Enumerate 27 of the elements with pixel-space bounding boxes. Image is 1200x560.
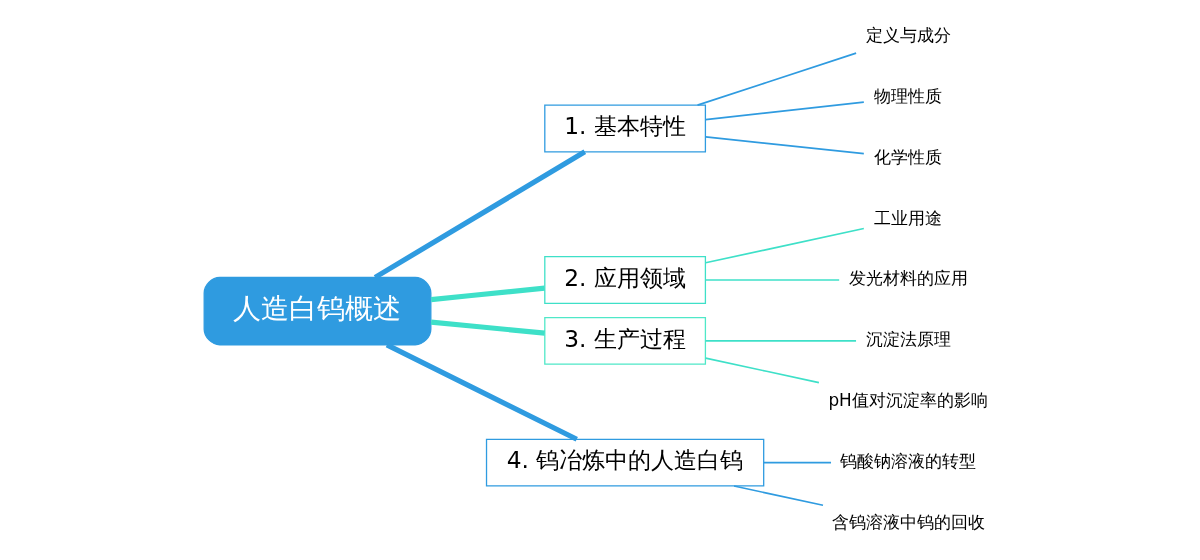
connector: [704, 279, 840, 281]
connector: [704, 357, 820, 384]
node-text: 钨酸钠溶液的转型: [839, 451, 976, 472]
connector: [732, 485, 824, 507]
node-box: 1. 基本特性: [543, 104, 706, 153]
connector: [430, 285, 545, 303]
node-box: 2. 应用领域: [543, 256, 706, 304]
node-text: 工业用途: [873, 207, 942, 228]
node-text: pH值对沉淀率的影响: [827, 390, 988, 411]
connector: [704, 227, 865, 264]
node-text: 定义与成分: [865, 24, 951, 45]
connector: [704, 340, 857, 342]
connector: [385, 342, 578, 442]
connector: [373, 149, 586, 280]
node-box: 4. 钨冶炼中的人造白钨: [485, 438, 764, 487]
node-text: 发光材料的应用: [848, 268, 968, 289]
node-text: 化学性质: [873, 146, 942, 167]
connector: [762, 461, 832, 464]
connector: [704, 101, 865, 121]
connector: [430, 319, 545, 336]
node-box: 人造白钨概述: [203, 276, 431, 346]
connector: [704, 136, 865, 155]
node-text: 含钨溶液中钨的回收: [831, 511, 985, 532]
node-box: 3. 生产过程: [543, 316, 706, 365]
node-text: 沉淀法原理: [865, 329, 951, 350]
node-text: 物理性质: [873, 85, 942, 106]
connector: [696, 52, 857, 106]
